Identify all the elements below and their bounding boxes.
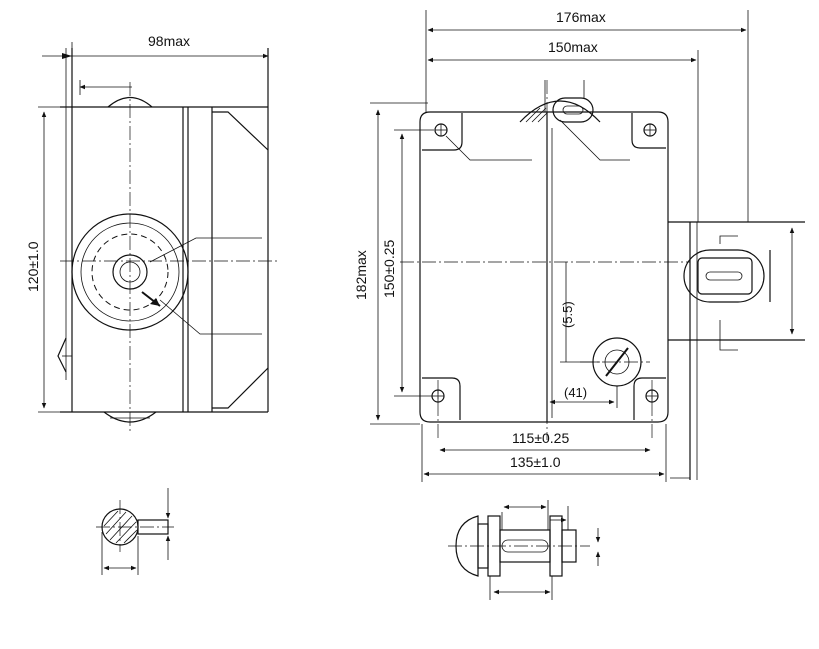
dim-offset-vertical: (5.5) — [560, 301, 575, 328]
dim-overall-height: 182max — [353, 250, 369, 300]
side-view: 98max 120±1.0 — [25, 33, 278, 432]
dim-body-width: 150max — [548, 39, 598, 55]
front-view: 176max 150max 182max 150±0.25 (5.5) (41)… — [353, 9, 805, 482]
dim-mount-height: 150±0.25 — [381, 239, 397, 298]
roller-lever-detail — [448, 500, 601, 600]
dim-base-width: 135±1.0 — [510, 454, 561, 470]
dim-overall-width: 176max — [556, 9, 606, 25]
dim-side-height: 120±1.0 — [25, 241, 41, 292]
dim-offset-horizontal: (41) — [564, 385, 587, 400]
dim-side-width: 98max — [148, 33, 190, 49]
shaft-section-detail — [96, 488, 174, 575]
dim-mount-width: 115±0.25 — [512, 430, 569, 446]
